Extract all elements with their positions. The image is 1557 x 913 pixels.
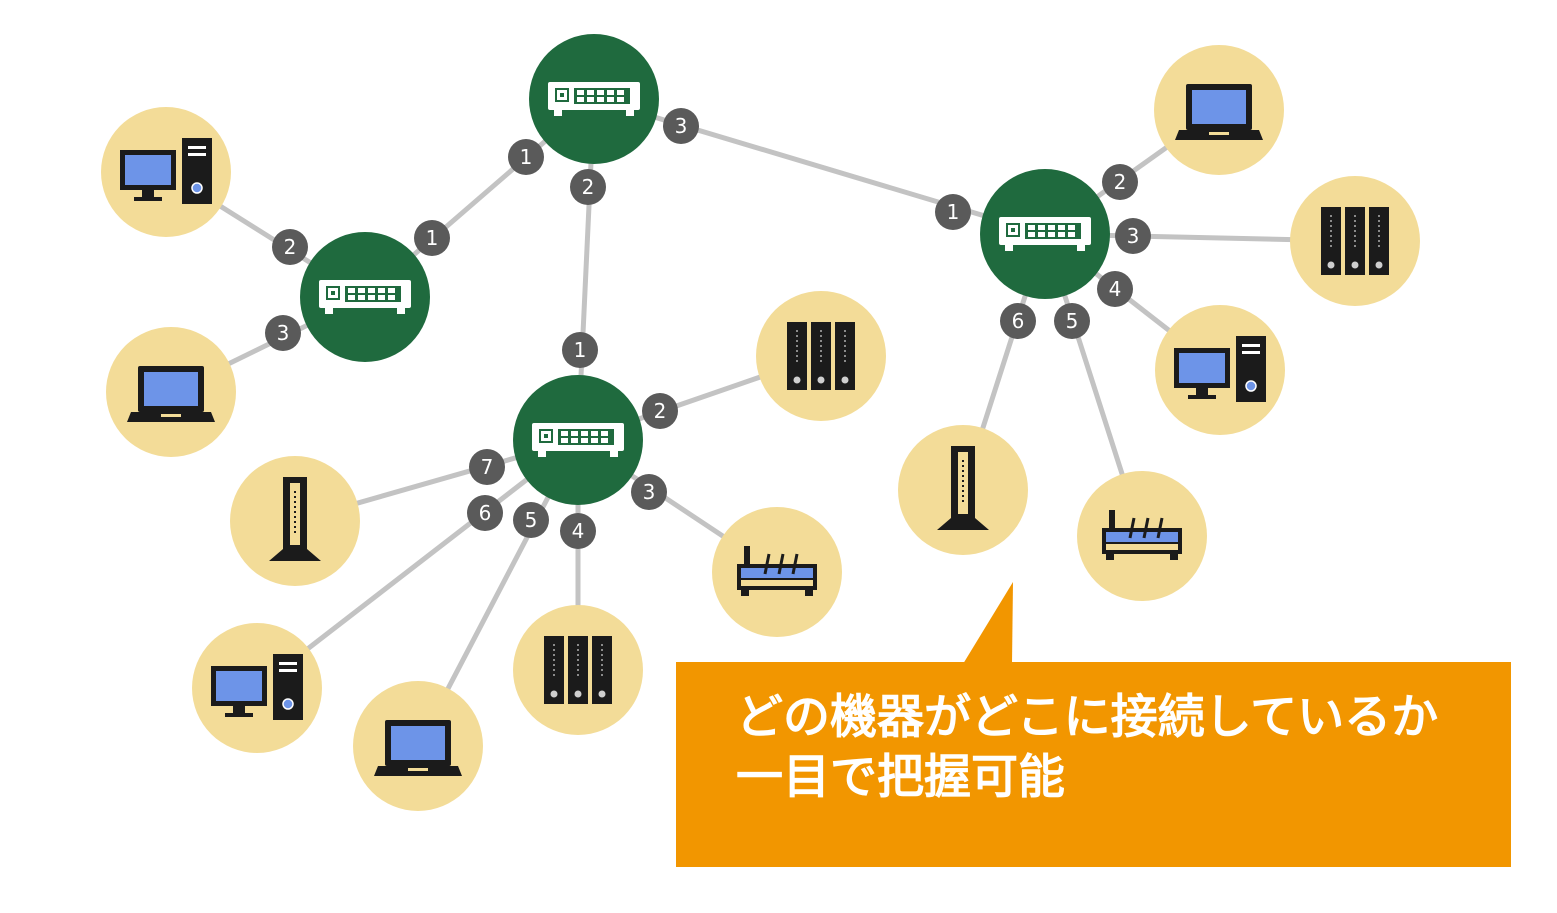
node-nas-b [756, 291, 886, 421]
port-badges: 1 1 2 1 3 1 2 3 2 3 4 5 6 7 2 3 4 5 6 [265, 108, 1151, 549]
port-badge: 4 [560, 513, 596, 549]
nas-server-icon [1320, 206, 1390, 276]
port-badge: 2 [642, 393, 678, 429]
svg-text:2: 2 [654, 399, 667, 423]
svg-text:1: 1 [947, 200, 960, 224]
node-switch-right [980, 169, 1110, 299]
laptop-icon [1175, 84, 1263, 140]
node-router-a [712, 507, 842, 637]
node-ap-a [230, 456, 360, 586]
node-ap-b [898, 425, 1028, 555]
svg-text:3: 3 [277, 321, 290, 345]
svg-text:3: 3 [1127, 224, 1140, 248]
node-switch-left [300, 232, 430, 362]
edge-layer [163, 96, 1358, 749]
node-nas-a [513, 605, 643, 735]
svg-text:1: 1 [520, 145, 533, 169]
port-badge: 1 [935, 194, 971, 230]
port-badge: 1 [508, 139, 544, 175]
node-switch-top [529, 34, 659, 164]
svg-text:2: 2 [1114, 170, 1127, 194]
port-badge: 3 [631, 474, 667, 510]
node-laptop-c [1154, 45, 1284, 175]
node-laptop-b [353, 681, 483, 811]
nas-server-icon [786, 321, 856, 391]
svg-text:4: 4 [572, 519, 585, 543]
node-nas-c [1290, 176, 1420, 306]
svg-text:5: 5 [525, 508, 538, 532]
port-badge: 6 [1000, 303, 1036, 339]
svg-text:6: 6 [1012, 309, 1025, 333]
node-pc-b [192, 623, 322, 753]
port-badge: 5 [1054, 303, 1090, 339]
nas-server-icon [543, 635, 613, 705]
edge-center-pc-b [254, 437, 581, 691]
svg-text:2: 2 [582, 175, 595, 199]
svg-text:2: 2 [284, 235, 297, 259]
svg-text:6: 6 [479, 501, 492, 525]
node-router-b [1077, 471, 1207, 601]
port-badge: 4 [1097, 271, 1133, 307]
port-badge: 3 [265, 315, 301, 351]
svg-text:4: 4 [1109, 277, 1122, 301]
port-badge: 3 [1115, 218, 1151, 254]
edge-top-right [591, 96, 1048, 237]
svg-text:3: 3 [675, 114, 688, 138]
callout-line-1: どの機器がどこに接続しているか [736, 690, 1439, 745]
node-switch-center [513, 375, 643, 505]
svg-text:1: 1 [426, 226, 439, 250]
port-badge: 1 [562, 332, 598, 368]
port-badge: 5 [513, 502, 549, 538]
port-badge: 2 [272, 229, 308, 265]
svg-text:3: 3 [643, 480, 656, 504]
port-badge: 2 [570, 169, 606, 205]
laptop-icon [127, 366, 215, 422]
port-badge: 6 [467, 495, 503, 531]
callout-text: どの機器がどこに接続しているか 一目で把握可能 [736, 688, 1438, 808]
node-pc-a [101, 107, 231, 237]
port-badge: 3 [663, 108, 699, 144]
svg-text:7: 7 [481, 455, 494, 479]
port-badge: 2 [1102, 164, 1138, 200]
port-badge: 7 [469, 449, 505, 485]
svg-text:5: 5 [1066, 309, 1079, 333]
laptop-icon [374, 720, 462, 776]
callout-line-2: 一目で把握可能 [736, 750, 1065, 805]
port-badge: 1 [414, 220, 450, 256]
callout-box [676, 582, 1511, 867]
node-pc-c [1155, 305, 1285, 435]
svg-text:1: 1 [574, 338, 587, 362]
node-laptop-a [106, 327, 236, 457]
